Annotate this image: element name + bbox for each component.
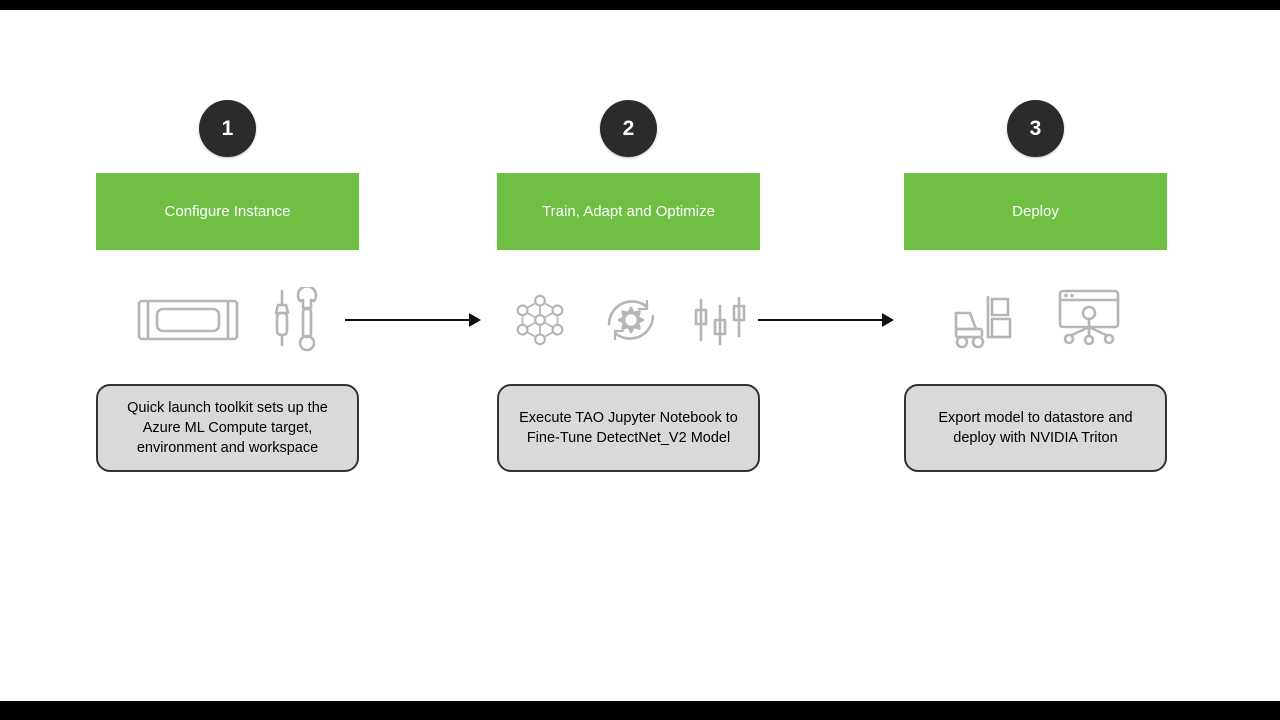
gear-optimize-icon xyxy=(607,299,654,341)
step-description-box: Export model to datastore and deploy wit… xyxy=(904,384,1167,472)
candlestick-chart-icon xyxy=(694,296,745,346)
flow-arrow-step2-to-step3 xyxy=(758,313,894,327)
step-column-configure: 1 Configure Instance xyxy=(96,100,359,472)
step-icons-row xyxy=(497,280,760,360)
compute-toolkit-box-icon xyxy=(137,299,238,341)
step-title-banner: Deploy xyxy=(904,173,1167,250)
step-description-text: Export model to datastore and deploy wit… xyxy=(938,410,1133,446)
step-number-text: 1 xyxy=(221,116,234,140)
step-title-banner: Configure Instance xyxy=(96,173,359,250)
browser-deploy-network-icon xyxy=(1058,289,1119,346)
step-icons-row xyxy=(96,280,359,360)
forklift-icon xyxy=(954,295,1011,349)
step-number-badge: 1 xyxy=(199,100,256,157)
step-number-text: 2 xyxy=(622,116,635,140)
step-title-text: Deploy xyxy=(1012,203,1059,220)
neural-network-icon xyxy=(516,294,563,346)
step-column-deploy: 3 Deploy xyxy=(904,100,1167,472)
step-title-banner: Train, Adapt and Optimize xyxy=(497,173,760,250)
step-description-text: Execute TAO Jupyter Notebook to Fine-Tun… xyxy=(519,410,738,446)
flow-arrow-step1-to-step2 xyxy=(345,313,481,327)
step-number-badge: 2 xyxy=(600,100,657,157)
step-column-train: 2 Train, Adapt and Optimize xyxy=(497,100,760,472)
step-description-box: Execute TAO Jupyter Notebook to Fine-Tun… xyxy=(497,384,760,472)
top-letterbox-bar xyxy=(0,0,1280,10)
step-description-text: Quick launch toolkit sets up the Azure M… xyxy=(127,400,328,456)
bottom-letterbox-bar xyxy=(0,701,1280,720)
step-description-box: Quick launch toolkit sets up the Azure M… xyxy=(96,384,359,472)
step-title-text: Train, Adapt and Optimize xyxy=(542,203,715,220)
step-icons-row xyxy=(904,280,1167,360)
step-number-text: 3 xyxy=(1029,116,1042,140)
step-title-text: Configure Instance xyxy=(164,203,291,220)
tools-icon xyxy=(274,287,317,352)
step-number-badge: 3 xyxy=(1007,100,1064,157)
